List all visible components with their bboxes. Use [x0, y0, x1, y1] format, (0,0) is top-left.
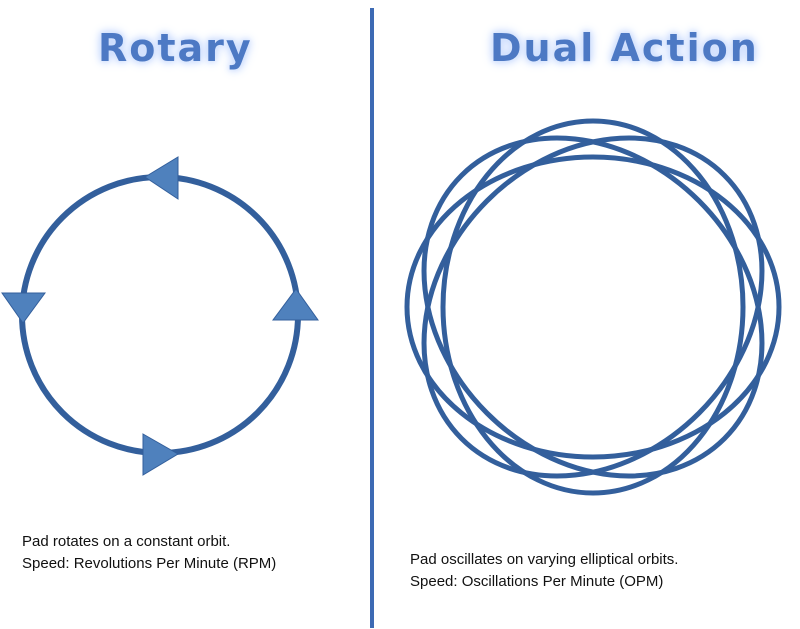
dual-action-caption-line2: Speed: Oscillations Per Minute (OPM): [410, 573, 664, 590]
orbit-ellipse-1: [404, 154, 782, 460]
rotary-title: Rotary: [98, 26, 253, 70]
dual-action-rosette: [404, 118, 782, 496]
rotary-caption-line2: Speed: Revolutions Per Minute (RPM): [22, 555, 277, 572]
rotary-orbit-circle: [19, 174, 301, 456]
arrow-right-icon: [272, 288, 319, 321]
dual-action-caption: Pad oscillates on varying elliptical orb…: [410, 549, 678, 593]
arrow-top-icon: [144, 156, 179, 200]
rotary-caption-line1: Pad rotates on a constant orbit.: [22, 533, 231, 550]
center-divider: [370, 8, 374, 628]
rotary-caption: Pad rotates on a constant orbit. Speed: …: [22, 531, 276, 575]
dual-action-caption-line1: Pad oscillates on varying elliptical orb…: [410, 551, 679, 568]
orbit-ellipse-4: [421, 135, 765, 479]
arrow-left-icon: [1, 292, 46, 324]
orbit-ellipse-3: [440, 118, 746, 496]
orbit-ellipse-2: [421, 135, 765, 479]
arrow-bottom-icon: [142, 433, 179, 476]
dual-action-title: Dual Action: [490, 26, 759, 70]
